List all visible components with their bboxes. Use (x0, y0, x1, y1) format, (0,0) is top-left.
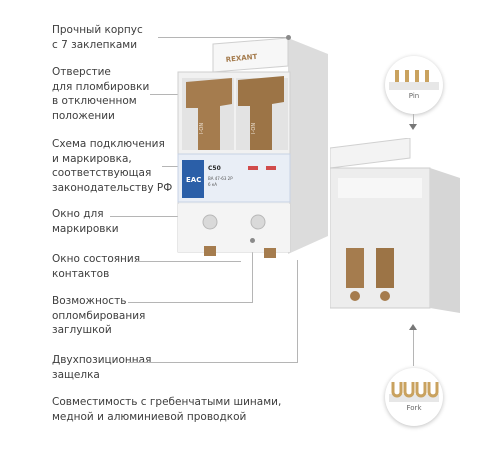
callout-cover-seal: Возможность опломбирования заглушкой (52, 295, 146, 336)
callout-marking-window: Окно для маркировки (52, 208, 119, 235)
callout-seal-hole: Отверстие для пломбировки в отключенном … (52, 66, 150, 122)
spec-line-2: 6 кА (208, 182, 217, 187)
fork-arrow-icon (409, 324, 417, 330)
breaker-rear (330, 138, 460, 313)
lever-mark-left: I-ON (199, 123, 205, 134)
terminal-clamp-right (264, 248, 276, 258)
leader-cover-seal-vertical (252, 240, 253, 303)
rear-latch-left (346, 248, 364, 288)
leader-marking-window (110, 216, 180, 217)
leader-housing (158, 37, 288, 38)
rear-top (330, 138, 411, 169)
leader-cover-seal (128, 302, 253, 303)
leader-contact-window (136, 261, 241, 262)
breaker-top (212, 37, 289, 73)
eac-panel (182, 160, 204, 198)
pin-connector (413, 114, 414, 124)
rear-recess (338, 178, 422, 198)
fork-busbar-icon (389, 382, 439, 402)
rear-clamp-left (350, 291, 360, 301)
callout-scheme: Схема подключения и маркировка, соответс… (52, 138, 173, 194)
breaker-side (288, 38, 328, 254)
lever-right (238, 76, 284, 150)
rating-mark: C50 (208, 165, 221, 172)
spec-line-1: ВА 47-63 2P (208, 176, 233, 181)
pin-arrow-icon (409, 124, 417, 130)
brand-logo: REXANT (225, 53, 258, 64)
fork-connector (413, 330, 414, 366)
rear-latch-right (376, 248, 394, 288)
leader-dot-cover-seal (250, 238, 255, 243)
leader-latch (128, 362, 298, 363)
pin-busbar-icon (389, 70, 439, 90)
callout-housing: Прочный корпус с 7 заклепками (52, 24, 143, 51)
rear-clamp-right (380, 291, 390, 301)
terminal-screw-right (250, 214, 266, 230)
rear-side (430, 168, 460, 313)
eac-mark: EAC (186, 176, 201, 184)
fork-label: Fork (406, 404, 422, 412)
pin-inset: Pin (385, 56, 443, 114)
terminal-screw-left (202, 214, 218, 230)
callout-contact-window: Окно состояния контактов (52, 253, 141, 280)
fork-inset: Fork (385, 368, 443, 426)
terminal-clamp-left (204, 246, 216, 256)
leader-latch-vertical (297, 260, 298, 363)
lever-left (186, 78, 232, 150)
pin-label: Pin (408, 92, 420, 100)
callout-latch: Двухпозиционная защелка (52, 354, 152, 381)
breaker-front: I-ON I-ON REXANT EAC C50 ВА 47-63 2P 6 к… (177, 37, 328, 258)
contact-indicator-right (266, 166, 276, 170)
terminal-block (178, 204, 290, 252)
leader-seal-hole (150, 94, 190, 95)
leader-dot-housing (286, 35, 291, 40)
lever-mark-right: I-ON (251, 123, 257, 134)
leader-scheme (162, 166, 178, 167)
contact-indicator-left (248, 166, 258, 170)
callout-busbar: Совместимость с гребенчатыми шинами, мед… (52, 396, 282, 423)
